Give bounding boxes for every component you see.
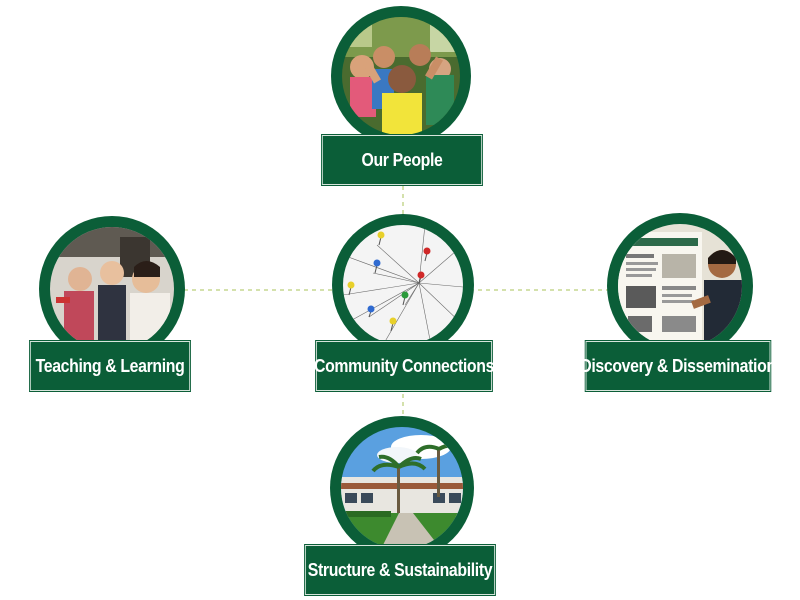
group-selfie-photo xyxy=(331,6,471,146)
campus-building-photo xyxy=(330,416,474,560)
label-structure-sustainability-text: Structure & Sustainability xyxy=(307,559,493,580)
label-structure-sustainability: Structure & Sustainability xyxy=(304,545,496,595)
label-community-connections-text: Community Connections xyxy=(313,355,495,376)
label-our-people-text: Our People xyxy=(361,149,443,170)
poster-presentation-photo xyxy=(607,213,753,359)
label-discovery-dissemination-text: Discovery & Dissemination xyxy=(580,355,776,376)
label-teaching-learning: Teaching & Learning xyxy=(29,341,191,391)
label-our-people: Our People xyxy=(321,135,483,185)
label-discovery-dissemination: Discovery & Dissemination xyxy=(580,341,776,391)
label-teaching-learning-text: Teaching & Learning xyxy=(35,355,185,376)
label-community-connections: Community Connections xyxy=(313,341,495,391)
students-whiteboard-photo xyxy=(39,216,185,362)
pushpin-network-photo xyxy=(332,214,474,356)
